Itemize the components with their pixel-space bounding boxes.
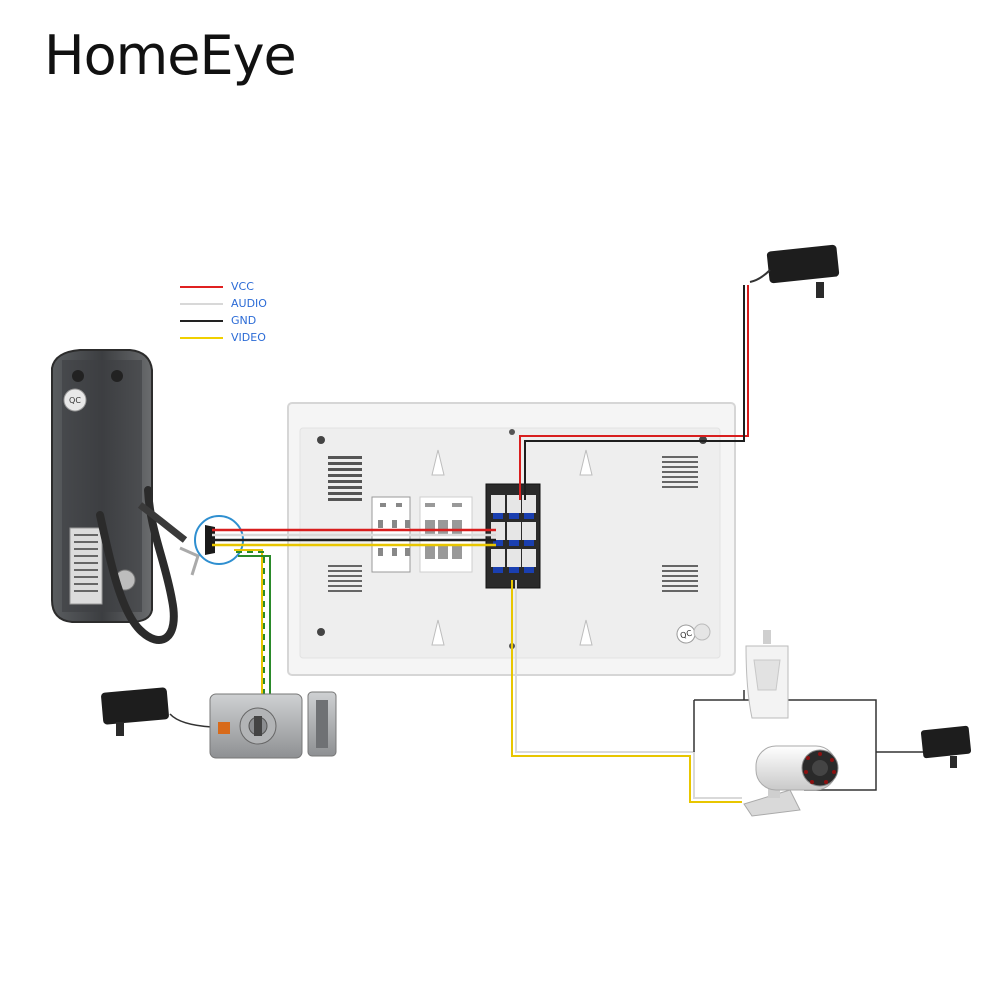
wire-power-red: [519, 285, 749, 500]
screw: [317, 436, 325, 444]
hanging-slot: [431, 619, 445, 646]
legend-item-video: VIDEO: [180, 329, 320, 346]
power-adapter-left: [101, 687, 169, 736]
legend-item-audio: AUDIO: [180, 295, 320, 312]
wire-lock-1-green: [236, 551, 265, 700]
electric-lock: [209, 691, 337, 759]
legend-label-audio: AUDIO: [231, 297, 267, 310]
legend-item-vcc: VCC: [180, 278, 320, 295]
hanging-slot: [579, 619, 593, 646]
legend-swatch-audio: [180, 302, 223, 305]
wire-adapter-left: [169, 713, 213, 728]
legend-item-gnd: GND: [180, 312, 320, 329]
legend-swatch-gnd: [180, 319, 223, 322]
screw: [72, 370, 84, 382]
cctv-camera: [743, 745, 839, 817]
legend-label-gnd: GND: [231, 314, 257, 327]
wire-power-black: [524, 285, 745, 500]
wire-lock-2: [238, 555, 271, 700]
pir-sensor: [745, 630, 789, 719]
speaker-grille-left-bottom: [328, 565, 362, 592]
hanging-slot: [579, 449, 593, 476]
screw: [509, 429, 515, 435]
outdoor-camera-panel: QC: [51, 349, 188, 644]
power-adapter-right: [920, 725, 972, 768]
legend-swatch-video: [180, 336, 223, 339]
power-adapter-top: [749, 244, 840, 298]
legend-label-video: VIDEO: [231, 331, 266, 344]
qc-text-monitor: QC: [679, 628, 693, 640]
screw: [111, 370, 123, 382]
wire-legend: VCC AUDIO GND VIDEO: [180, 278, 320, 346]
brand-logo: HomeEye: [44, 24, 297, 87]
wiring-label: [69, 527, 103, 605]
wire-cam-video: [511, 580, 742, 803]
speaker-grille-left-top: [328, 456, 362, 501]
legend-swatch-vcc: [180, 285, 223, 288]
wiring: [169, 285, 925, 803]
qc-text-panel: QC: [69, 396, 81, 405]
qc-seal-panel: [63, 388, 87, 412]
hanging-slot: [431, 449, 445, 476]
speaker-grille-right-bottom: [662, 565, 698, 592]
legend-label-vcc: VCC: [231, 280, 254, 293]
screw: [317, 628, 325, 636]
wire-lock-1: [234, 549, 263, 700]
speaker-grille-right-top: [662, 456, 698, 488]
